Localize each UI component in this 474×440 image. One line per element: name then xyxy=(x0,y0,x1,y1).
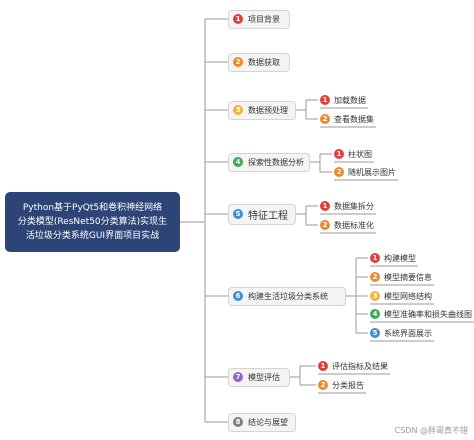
number-badge: 1 xyxy=(334,149,344,159)
leaf-node[interactable]: 2 随机展示图片 xyxy=(334,165,396,179)
leaf-label: 查看数据集 xyxy=(334,114,374,124)
leaf-node[interactable]: 2 数据标准化 xyxy=(320,218,374,232)
leaf-node[interactable]: 3 模型网络结构 xyxy=(370,289,432,303)
root-title-line: 活垃圾分类系统GUI界面项目实战 xyxy=(25,231,160,241)
number-badge: 1 xyxy=(320,95,330,105)
number-badge: 3 xyxy=(370,291,380,301)
leaf-label: 评估指标及结果 xyxy=(332,361,388,371)
root-title-line: Python基于PyQt5和卷积神经网络 xyxy=(22,203,163,213)
branch-node-1[interactable]: 1 项目背景 xyxy=(228,9,290,29)
number-badge: 7 xyxy=(233,372,243,382)
number-badge: 2 xyxy=(334,167,344,177)
branch-node-2[interactable]: 2 数据获取 xyxy=(228,52,290,72)
leaf-label: 分类报告 xyxy=(332,380,364,390)
number-badge: 1 xyxy=(370,253,380,263)
branch-label: 项目背景 xyxy=(248,14,280,24)
leaf-node[interactable]: 2 模型摘要信息 xyxy=(370,270,432,284)
number-badge: 1 xyxy=(233,14,243,24)
number-badge: 2 xyxy=(318,380,328,390)
number-badge: 4 xyxy=(233,157,243,167)
leaf-label: 随机展示图片 xyxy=(348,167,396,177)
leaf-node[interactable]: 1 评估指标及结果 xyxy=(318,359,388,373)
root-node[interactable]: Python基于PyQt5和卷积神经网络 分类模型(ResNet50分类算法)实… xyxy=(5,192,180,252)
branch-node-6[interactable]: 6 构建生活垃圾分类系统 xyxy=(228,286,346,306)
leaf-label: 系统界面展示 xyxy=(384,328,432,338)
leaf-label: 模型网络结构 xyxy=(384,291,432,301)
number-badge: 6 xyxy=(233,291,243,301)
number-badge: 1 xyxy=(320,201,330,211)
leaf-label: 模型准确率和损失曲线图 xyxy=(384,309,472,319)
branch-node-8[interactable]: 8 结论与展望 xyxy=(228,412,296,432)
number-badge: 8 xyxy=(233,417,243,427)
number-badge: 4 xyxy=(370,309,380,319)
number-badge: 1 xyxy=(318,361,328,371)
root-title-line: 分类模型(ResNet50分类算法)实现生 xyxy=(17,217,168,227)
leaf-node[interactable]: 5 系统界面展示 xyxy=(370,326,432,340)
leaf-node[interactable]: 1 数据集拆分 xyxy=(320,199,374,213)
branch-node-7[interactable]: 7 模型评估 xyxy=(228,367,290,387)
branch-node-3[interactable]: 3 数据预处理 xyxy=(228,100,296,120)
leaf-label: 模型摘要信息 xyxy=(384,272,432,282)
number-badge: 2 xyxy=(233,57,243,67)
branch-label: 数据预处理 xyxy=(248,105,288,115)
watermark: CSDN @胖哥真不错 xyxy=(394,426,468,435)
leaf-label: 构建模型 xyxy=(384,253,416,263)
leaf-node[interactable]: 1 构建模型 xyxy=(370,251,416,265)
leaf-label: 加载数据 xyxy=(334,95,366,105)
root-title: Python基于PyQt5和卷积神经网络 分类模型(ResNet50分类算法)实… xyxy=(18,201,167,243)
branch-label: 数据获取 xyxy=(248,57,280,67)
branch-label: 模型评估 xyxy=(248,372,280,382)
leaf-node[interactable]: 2 分类报告 xyxy=(318,378,364,392)
number-badge: 5 xyxy=(370,328,380,338)
leaf-label: 数据集拆分 xyxy=(334,201,374,211)
leaf-label: 柱状图 xyxy=(348,149,372,159)
branch-node-5[interactable]: 5 特征工程 xyxy=(228,203,296,225)
number-badge: 5 xyxy=(233,209,243,219)
number-badge: 2 xyxy=(320,114,330,124)
branch-label: 结论与展望 xyxy=(248,417,288,427)
leaf-label: 数据标准化 xyxy=(334,220,374,230)
leaf-node[interactable]: 1 加载数据 xyxy=(320,93,366,107)
branch-label: 特征工程 xyxy=(248,210,288,222)
number-badge: 2 xyxy=(320,220,330,230)
branch-node-4[interactable]: 4 探索性数据分析 xyxy=(228,152,310,172)
branch-label: 探索性数据分析 xyxy=(248,157,304,167)
leaf-node[interactable]: 2 查看数据集 xyxy=(320,112,374,126)
number-badge: 3 xyxy=(233,105,243,115)
leaf-node[interactable]: 1 柱状图 xyxy=(334,147,372,161)
branch-label: 构建生活垃圾分类系统 xyxy=(248,291,328,301)
number-badge: 2 xyxy=(370,272,380,282)
leaf-node[interactable]: 4 模型准确率和损失曲线图 xyxy=(370,307,472,321)
